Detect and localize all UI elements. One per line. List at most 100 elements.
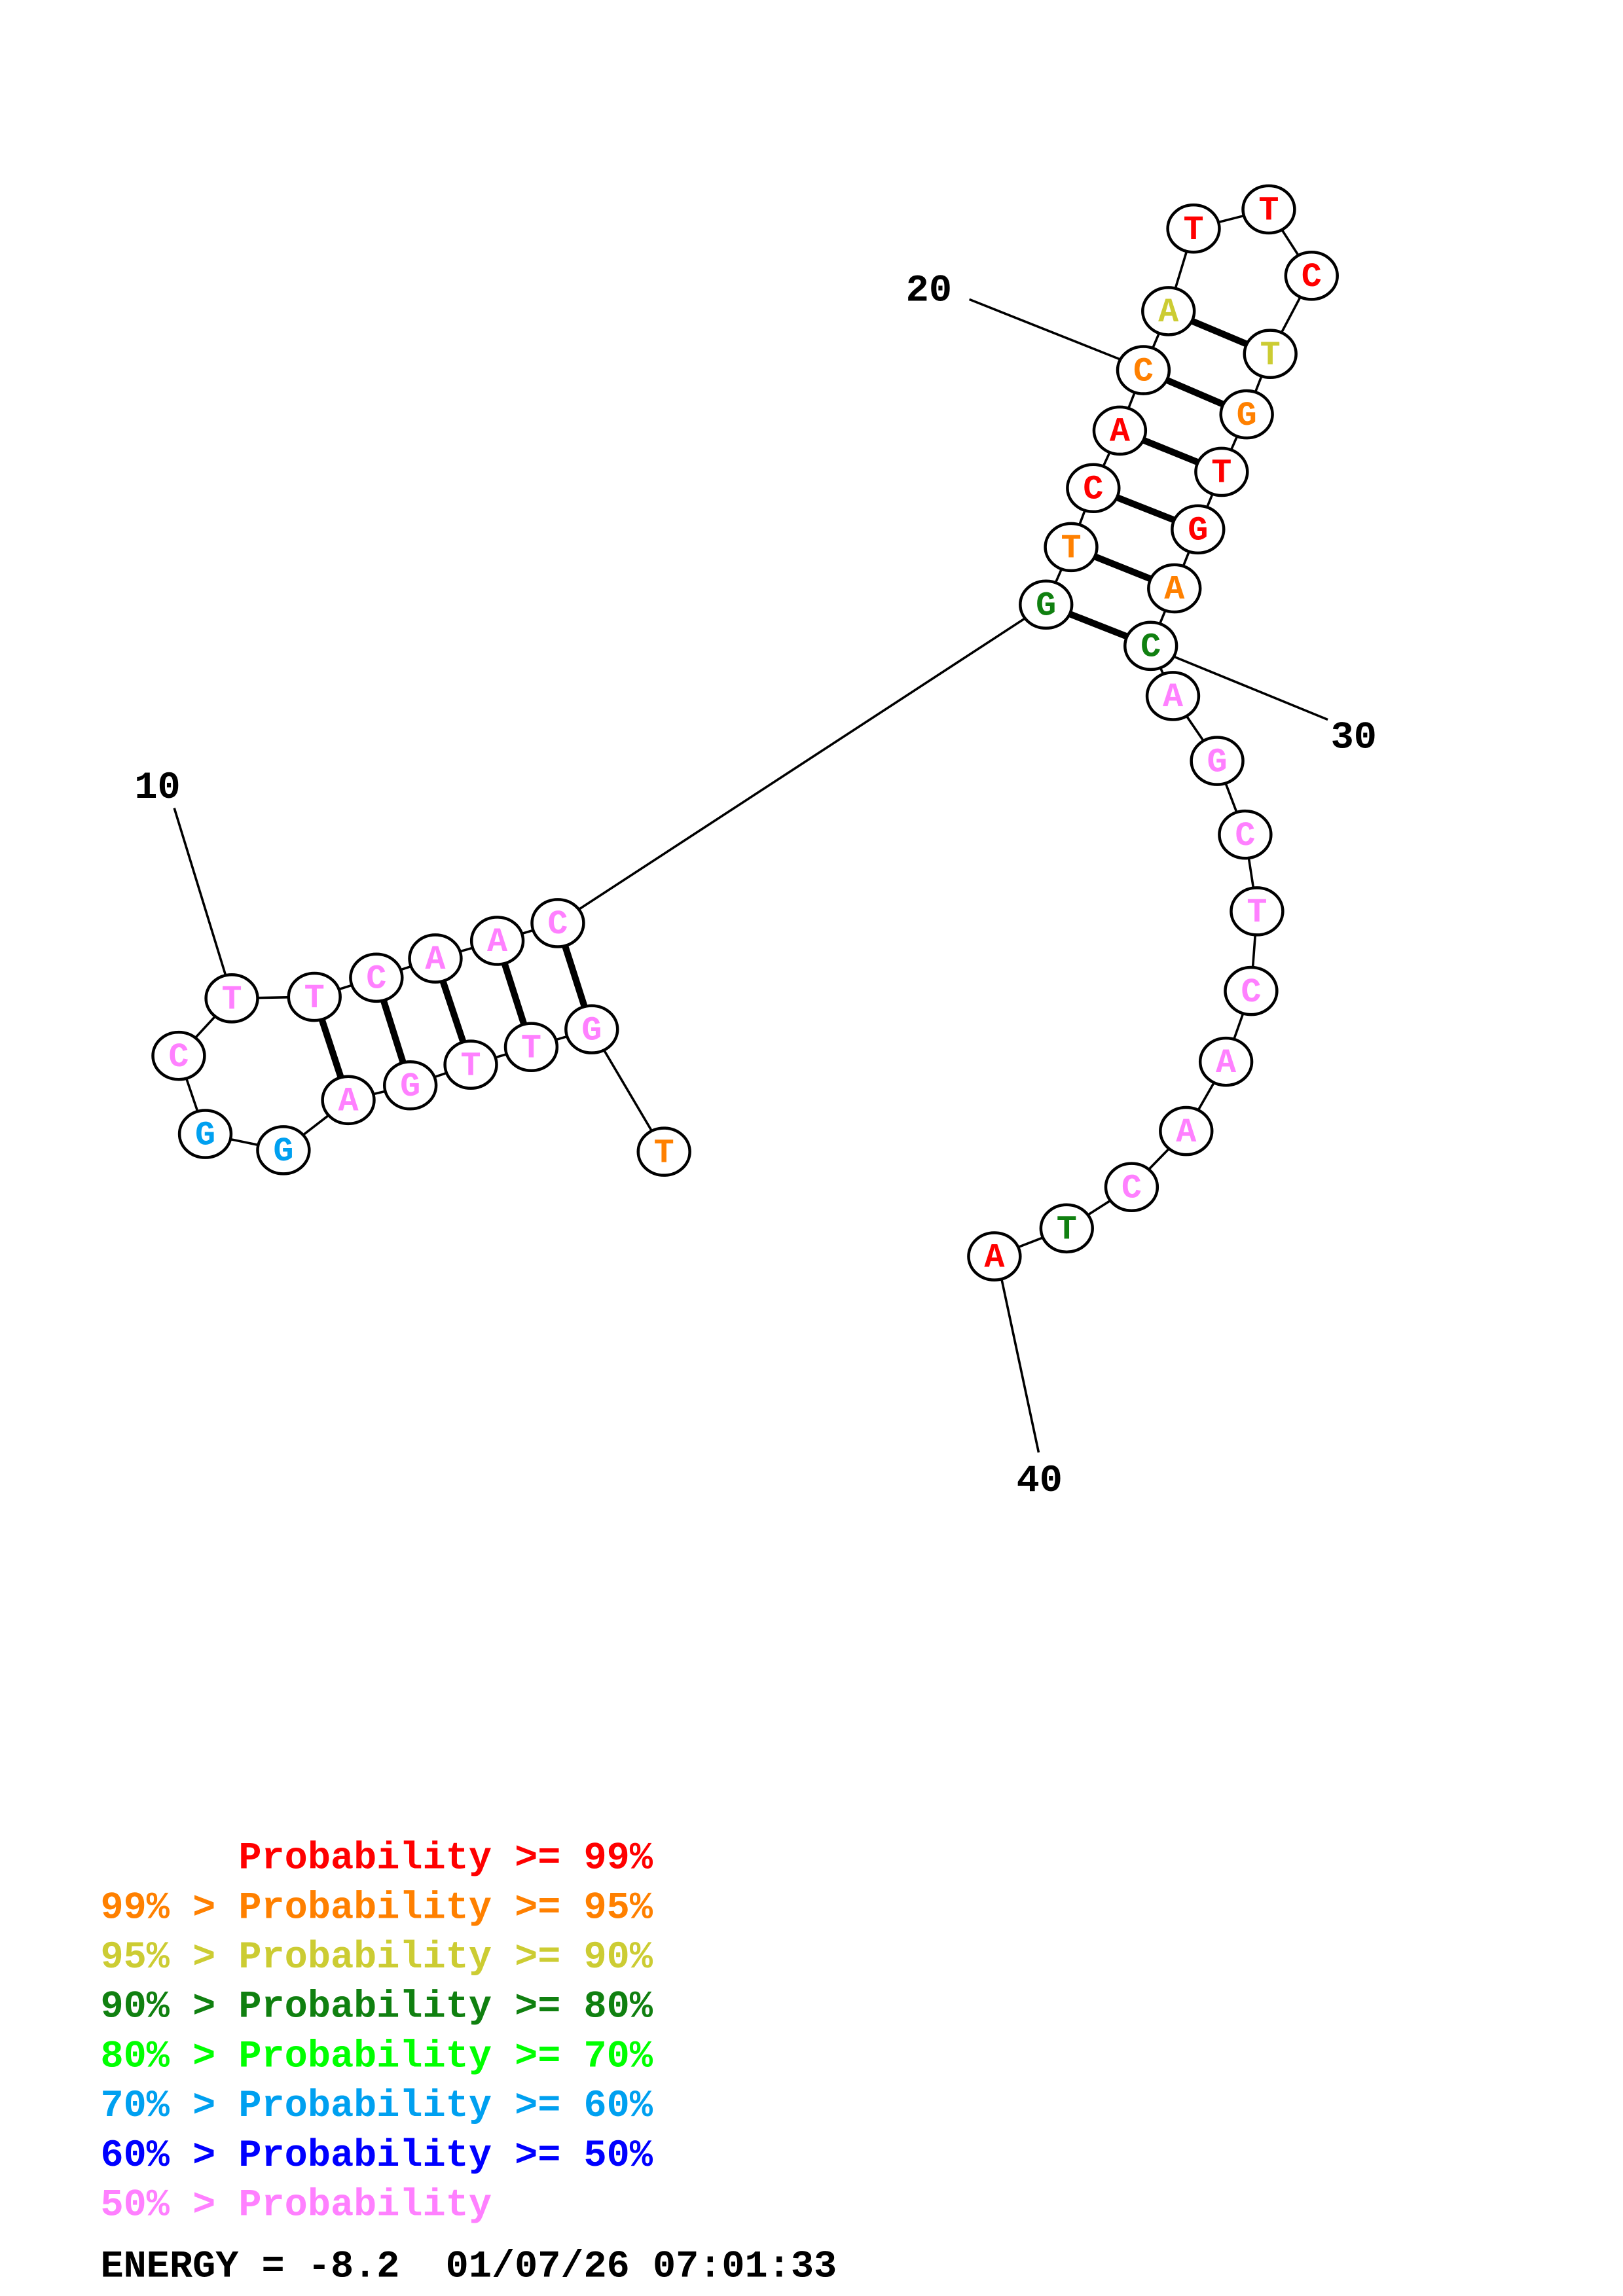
nucleotide-letter: T xyxy=(1260,336,1281,374)
nucleotide-35: C xyxy=(1224,965,1279,1016)
leader-10 xyxy=(173,808,227,977)
nucleotide-36: A xyxy=(1198,1036,1254,1087)
nucleotide-20: C xyxy=(1116,345,1171,395)
nucleotide-circle xyxy=(349,952,404,1003)
nucleotide-letter: G xyxy=(1237,397,1257,435)
nucleotide-letter: C xyxy=(1083,471,1103,509)
nucleotide-30: C xyxy=(1123,620,1178,672)
nucleotide-circle xyxy=(151,1030,206,1081)
nucleotide-circle xyxy=(564,1004,619,1054)
nucleotide-37: A xyxy=(1159,1105,1214,1157)
nucleotide-letter: C xyxy=(366,960,386,999)
nucleotide-letter: A xyxy=(1158,293,1179,332)
nucleotide-circle xyxy=(1190,736,1245,786)
nucleotide-circle xyxy=(321,1075,376,1126)
nucleotide-circle xyxy=(443,1039,498,1090)
nucleotide-circle xyxy=(1123,620,1178,672)
nucleotide-circle xyxy=(408,933,463,984)
nucleotide-circle xyxy=(1198,1036,1254,1087)
nucleotide-5: G xyxy=(382,1060,438,1111)
nucleotide-circle xyxy=(1166,203,1221,254)
nucleotide-letter: C xyxy=(168,1038,189,1077)
nucleotide-7: G xyxy=(256,1125,311,1175)
backbone-segment xyxy=(556,603,1047,924)
probability-legend: Probability >= 99%99% > Probability >= 9… xyxy=(101,1837,653,2227)
nucleotide-circle xyxy=(1171,504,1226,555)
nucleotide-15: C xyxy=(530,898,585,948)
nucleotide-letter: C xyxy=(1235,817,1255,855)
nucleotide-22: T xyxy=(1166,203,1221,254)
nucleotide-38: C xyxy=(1104,1162,1159,1213)
nucleotide-circle xyxy=(1194,446,1249,497)
nucleotide-12: C xyxy=(349,952,404,1003)
nucleotide-letter: T xyxy=(1247,893,1267,932)
nucleotide-circle xyxy=(1230,886,1285,937)
energy-footer: ENERGY = -8.2 01/07/26 07:01:33 xyxy=(101,2245,837,2289)
nucleotide-circle xyxy=(1044,522,1099,573)
nucleotide-18: C xyxy=(1066,463,1121,514)
nucleotide-10: T xyxy=(204,973,259,1024)
nucleotide-letter: T xyxy=(1057,1211,1077,1249)
nucleotide-23: T xyxy=(1241,184,1296,235)
nucleotide-circle xyxy=(204,973,259,1024)
number-label-40: 40 xyxy=(1017,1459,1063,1503)
number-label-leaders xyxy=(173,298,1328,1453)
nucleotide-circle xyxy=(287,971,342,1022)
legend-entry: 70% > Probability >= 60% xyxy=(101,2084,653,2128)
nucleotide-14: A xyxy=(469,916,525,966)
nucleotide-circle xyxy=(177,1109,233,1159)
nucleotide-letter: G xyxy=(1188,512,1208,550)
nucleotide-32: G xyxy=(1190,736,1245,786)
nucleotide-39: T xyxy=(1039,1203,1094,1254)
leader-20 xyxy=(968,298,1122,361)
nucleotide-3: T xyxy=(503,1022,559,1072)
legend-entry: 90% > Probability >= 80% xyxy=(101,1985,653,2029)
nucleotide-circle xyxy=(1039,1203,1094,1254)
nucleotide-letter: T xyxy=(304,979,325,1018)
nucleotide-17: T xyxy=(1044,522,1099,573)
nucleotide-circle xyxy=(530,898,585,948)
nucleotide-letter: G xyxy=(1036,587,1056,626)
nucleotide-circle xyxy=(1092,405,1148,456)
nucleotide-2: G xyxy=(564,1004,619,1054)
number-label-30: 30 xyxy=(1331,715,1377,759)
nucleotide-letter: A xyxy=(338,1083,359,1121)
nucleotide-letter: C xyxy=(1140,628,1161,667)
nucleotide-circle xyxy=(1116,345,1171,395)
nucleotide-8: G xyxy=(177,1109,233,1159)
nucleotide-13: A xyxy=(408,933,463,984)
nucleotide-circle xyxy=(636,1126,691,1177)
nucleotide-circle xyxy=(967,1231,1022,1282)
nucleotide-letter: C xyxy=(1302,258,1322,296)
nucleotide-letter: A xyxy=(425,941,446,979)
nucleotide-letter: A xyxy=(984,1238,1005,1277)
legend-entry: 99% > Probability >= 95% xyxy=(101,1886,653,1929)
nucleotide-31: A xyxy=(1145,671,1201,721)
nucleotide-letter: G xyxy=(195,1116,215,1155)
number-label-20: 20 xyxy=(906,269,952,313)
nucleotide-letter: T xyxy=(222,980,242,1019)
nucleotide-letter: T xyxy=(1061,529,1081,568)
nucleotide-25: T xyxy=(1243,329,1298,380)
nucleotide-letter: A xyxy=(487,923,508,961)
nucleotide-34: T xyxy=(1230,886,1285,937)
nucleotide-28: G xyxy=(1171,504,1226,555)
nucleotide-circle xyxy=(1241,184,1296,235)
nucleotide-29: A xyxy=(1147,563,1202,614)
nucleotide-33: C xyxy=(1218,809,1273,860)
legend-entry: 50% > Probability xyxy=(101,2183,492,2227)
nucleotide-circle xyxy=(1147,563,1202,614)
nucleotide-letter: T xyxy=(521,1029,541,1067)
nucleotide-letter: T xyxy=(460,1047,481,1085)
nucleotide-letter: T xyxy=(654,1134,674,1172)
nucleotide-1: T xyxy=(636,1126,691,1177)
nucleotide-letter: T xyxy=(1211,454,1231,493)
nucleotide-circle xyxy=(382,1060,438,1111)
legend-entry: 60% > Probability >= 50% xyxy=(101,2134,653,2178)
legend-entry: 95% > Probability >= 90% xyxy=(101,1935,653,1979)
nucleotide-4: T xyxy=(443,1039,498,1090)
nucleotide-letter: A xyxy=(1164,571,1185,609)
nucleotide-6: A xyxy=(321,1075,376,1126)
nucleotide-40: A xyxy=(967,1231,1022,1282)
